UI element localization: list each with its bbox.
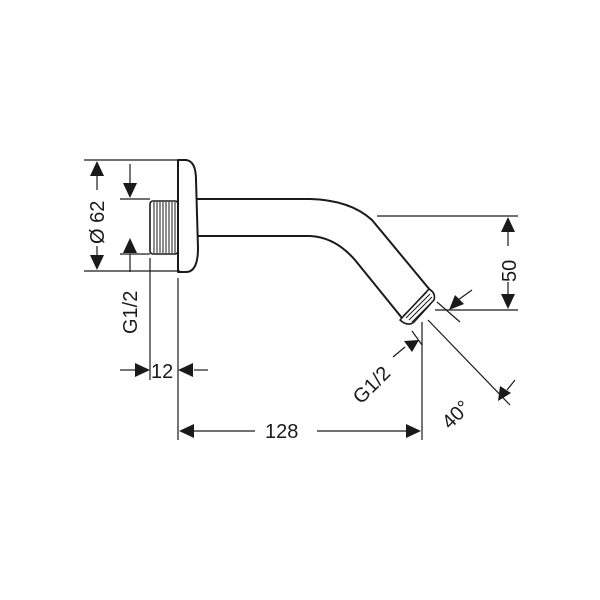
dimension-drop: 50 (377, 215, 521, 311)
wall-flange (177, 159, 199, 273)
thread-length-label: 12 (151, 361, 173, 383)
dimension-flange-diameter: Ø 62 (84, 159, 180, 272)
dimension-outlet: G1/2 40° (349, 289, 516, 434)
dimension-wall-thread: G1/2 (120, 164, 150, 334)
outlet-angle-label: 40° (438, 397, 475, 434)
dimension-thread-length: 12 (120, 258, 208, 440)
projection-label: 128 (265, 421, 298, 443)
shower-arm-part (149, 159, 436, 325)
flange-diameter-label: Ø 62 (87, 201, 109, 244)
outlet-thread-label: G1/2 (349, 362, 395, 408)
arm-tube (196, 198, 431, 291)
wall-thread (149, 200, 179, 255)
dimension-projection: 128 (179, 322, 423, 443)
drop-label: 50 (499, 260, 521, 282)
outlet-thread (399, 288, 436, 325)
wall-thread-label: G1/2 (120, 291, 142, 334)
